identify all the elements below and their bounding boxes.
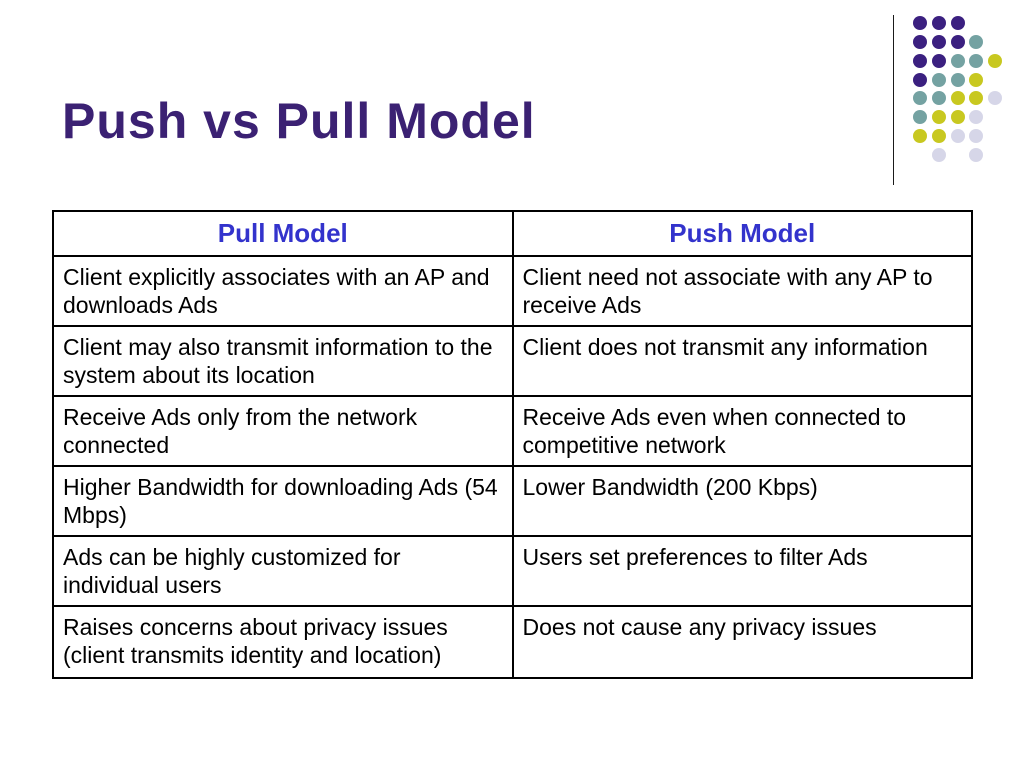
decorative-dot [950, 16, 965, 30]
decorative-dot [913, 16, 927, 30]
push-cell: Does not cause any privacy issues [511, 605, 973, 679]
decorative-dot [913, 91, 927, 106]
decorative-dot [931, 110, 946, 125]
table-row: Raises concerns about privacy issues (cl… [52, 605, 973, 679]
decorative-dot [931, 148, 946, 163]
decorative-dot [969, 34, 984, 49]
decorative-dot [969, 110, 984, 125]
decorative-dot [931, 16, 946, 30]
decorative-dot [950, 91, 965, 106]
push-cell: Receive Ads even when connected to compe… [511, 395, 973, 467]
decorative-dot [931, 129, 946, 144]
decorative-dot [931, 72, 946, 87]
decorative-dot [913, 129, 927, 144]
push-model-header: Push Model [511, 210, 973, 257]
decorative-dot [969, 72, 984, 87]
dots-decoration [913, 16, 1013, 176]
push-cell: Client need not associate with any AP to… [511, 255, 973, 327]
vertical-rule [893, 15, 894, 185]
pull-cell: Raises concerns about privacy issues (cl… [52, 605, 514, 679]
table-body: Client explicitly associates with an AP … [52, 255, 973, 679]
comparison-table: Pull Model Push Model Client explicitly … [52, 210, 973, 679]
decorative-dot [950, 34, 965, 49]
decorative-dot [931, 91, 946, 106]
push-cell: Client does not transmit any information [511, 325, 973, 397]
decorative-dot [988, 91, 1002, 106]
decorative-dot [931, 34, 946, 49]
table-row: Higher Bandwidth for downloading Ads (54… [52, 465, 973, 537]
table-row: Client explicitly associates with an AP … [52, 255, 973, 327]
push-cell: Users set preferences to filter Ads [511, 535, 973, 607]
push-cell: Lower Bandwidth (200 Kbps) [511, 465, 973, 537]
decorative-dot [969, 148, 984, 163]
table-row: Receive Ads only from the network connec… [52, 395, 973, 467]
table-row: Client may also transmit information to … [52, 325, 973, 397]
decorative-dot [950, 53, 965, 68]
decorative-dot [913, 53, 927, 68]
decorative-dot [988, 53, 1002, 68]
decorative-dot [950, 110, 965, 125]
decorative-dot [913, 110, 927, 125]
pull-cell: Ads can be highly customized for individ… [52, 535, 514, 607]
pull-cell: Client may also transmit information to … [52, 325, 514, 397]
decorative-dot [913, 34, 927, 49]
decorative-dot [931, 53, 946, 68]
decorative-dot [969, 129, 984, 144]
decorative-dot [950, 129, 965, 144]
decorative-dot [950, 72, 965, 87]
decorative-dot [969, 91, 984, 106]
header-row: Pull Model Push Model [52, 210, 973, 257]
slide-title: Push vs Pull Model [62, 93, 536, 149]
decorative-dot [913, 72, 927, 87]
table-row: Ads can be highly customized for individ… [52, 535, 973, 607]
pull-cell: Client explicitly associates with an AP … [52, 255, 514, 327]
pull-cell: Receive Ads only from the network connec… [52, 395, 514, 467]
table-header: Pull Model Push Model [52, 210, 973, 257]
decorative-dot [969, 53, 984, 68]
pull-model-header: Pull Model [52, 210, 514, 257]
pull-cell: Higher Bandwidth for downloading Ads (54… [52, 465, 514, 537]
